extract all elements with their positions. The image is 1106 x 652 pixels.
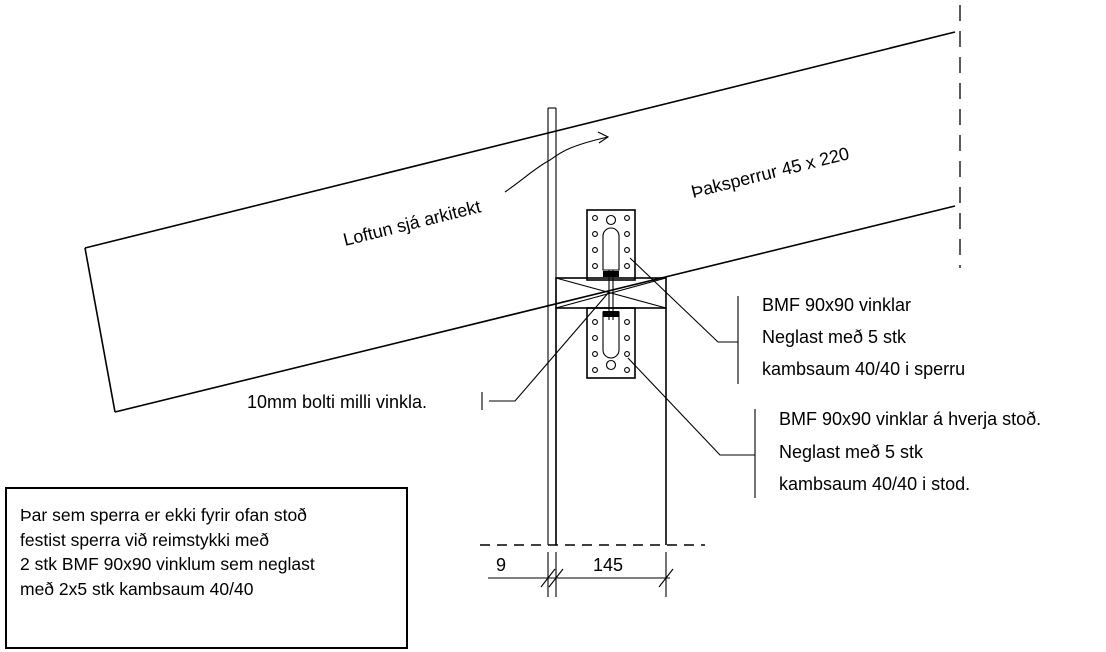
dimension-label-9: 9 <box>496 555 506 575</box>
dimension-line <box>480 544 705 597</box>
bracket-plate-bottom <box>586 307 636 379</box>
note-box: Þar sem sperra er ekki fyrir ofan stoð f… <box>5 487 408 649</box>
note-line-2: festist sperra við reimstykki með <box>20 529 269 550</box>
post <box>555 308 667 545</box>
bolt <box>603 270 619 320</box>
bracket-bottom-callout: BMF 90x90 vinklar á hverja stoð. Neglast… <box>779 409 1041 494</box>
note-line-4: með 2x5 stk kambsaum 40/40 <box>20 578 254 599</box>
bracket-top-line-2: Neglast með 5 stk <box>762 327 907 347</box>
note-line-3: 2 stk BMF 90x90 vinklum sem neglast <box>20 554 315 574</box>
rafter-label: Þaksperrur 45 x 220 <box>689 143 851 202</box>
dimension-label-145: 145 <box>593 555 623 575</box>
thin-board <box>547 107 557 545</box>
bracket-bottom-line-1: BMF 90x90 vinklar á hverja stoð. <box>779 409 1041 429</box>
ventilation-label: Loftun sjá arkitekt <box>341 196 483 250</box>
note-line-1: Þar sem sperra er ekki fyrir ofan stoð <box>20 505 307 525</box>
bolt-label: 10mm bolti milli vinkla. <box>247 392 427 412</box>
ventilation-arrow <box>504 131 610 193</box>
bracket-plate-top <box>586 209 636 281</box>
wall-plate-block <box>555 277 667 309</box>
rafter-beam <box>84 31 956 413</box>
bracket-top-line-1: BMF 90x90 vinklar <box>762 295 911 315</box>
bracket-bottom-line-2: Neglast með 5 stk <box>779 442 924 462</box>
bracket-top-line-3: kambsaum 40/40 i sperru <box>762 359 965 379</box>
bracket-bottom-line-3: kambsaum 40/40 i stod. <box>779 474 970 494</box>
bracket-top-callout: BMF 90x90 vinklar Neglast með 5 stk kamb… <box>762 295 965 379</box>
leader-lines <box>481 257 756 498</box>
